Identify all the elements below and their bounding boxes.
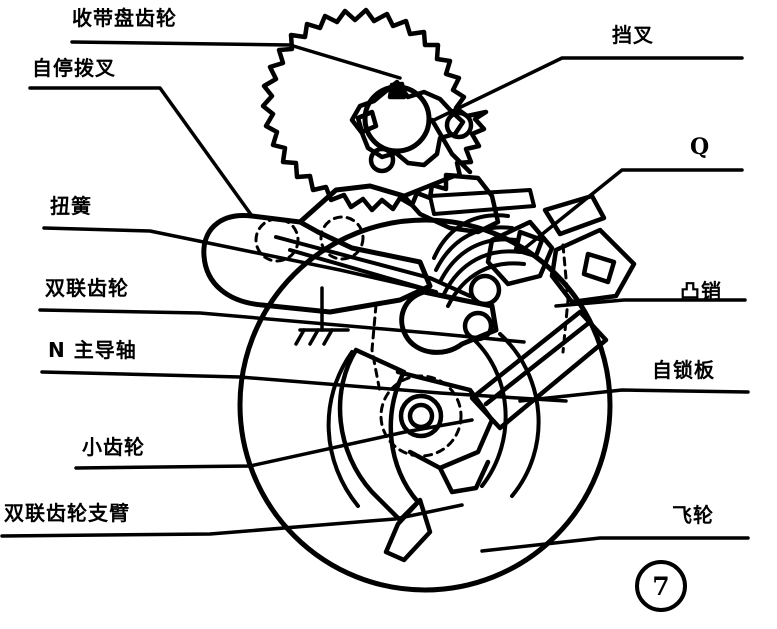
cam-plate <box>485 193 637 305</box>
label-point-q: Q <box>690 134 711 160</box>
flywheel-inner-arcs <box>326 332 541 508</box>
hub-notch-top <box>387 81 407 100</box>
flywheel-circle <box>237 217 613 593</box>
label-self-lock-plate: 自锁板 <box>652 358 715 382</box>
hidden-edge-arm <box>370 303 382 394</box>
leader-shift-fork <box>430 56 744 123</box>
label-flywheel: 飞轮 <box>672 503 714 527</box>
leader-self-lock-plate <box>518 388 750 403</box>
auto-stop-fork <box>201 183 433 315</box>
pinion-carrier-arm <box>337 347 495 563</box>
leader-torsion-spring <box>42 226 434 293</box>
label-shift-fork: 挡叉 <box>612 23 654 47</box>
shift-fork-bracket <box>401 117 501 235</box>
hidden-bore-left <box>254 217 300 263</box>
label-take-up-reel-gear: 收带盘齿轮 <box>72 6 177 30</box>
label-cam-pin: 凸销 <box>680 279 722 303</box>
ground-symbol <box>294 286 350 346</box>
bell-crank-lever <box>399 289 499 355</box>
leader-flywheel <box>480 536 750 553</box>
label-torsion-spring: 扭簧 <box>50 194 92 218</box>
figure-number: 7 <box>635 560 687 612</box>
hidden-bore-right <box>319 215 365 261</box>
leader-dual-gear-arm <box>0 503 464 538</box>
label-pinion: 小齿轮 <box>82 435 145 459</box>
pinion-boss <box>398 393 444 439</box>
hub-notch-left <box>355 109 379 135</box>
leader-take-up-reel-gear <box>70 40 402 80</box>
hub-pin-right <box>444 110 474 140</box>
label-n-main-shaft: N 主导轴 <box>48 338 137 362</box>
label-dual-gear: 双联齿轮 <box>45 276 129 300</box>
label-auto-stop-fork: 自停拨叉 <box>32 56 116 80</box>
cam-pin-upper <box>468 273 502 307</box>
leader-point-q <box>518 168 744 254</box>
hub-pin-bottom <box>368 146 396 174</box>
leader-auto-stop-fork <box>28 86 254 218</box>
label-dual-gear-arm: 双联齿轮支臂 <box>4 501 130 525</box>
pinion-bore <box>407 402 435 430</box>
gear-hub-spider <box>349 79 474 174</box>
